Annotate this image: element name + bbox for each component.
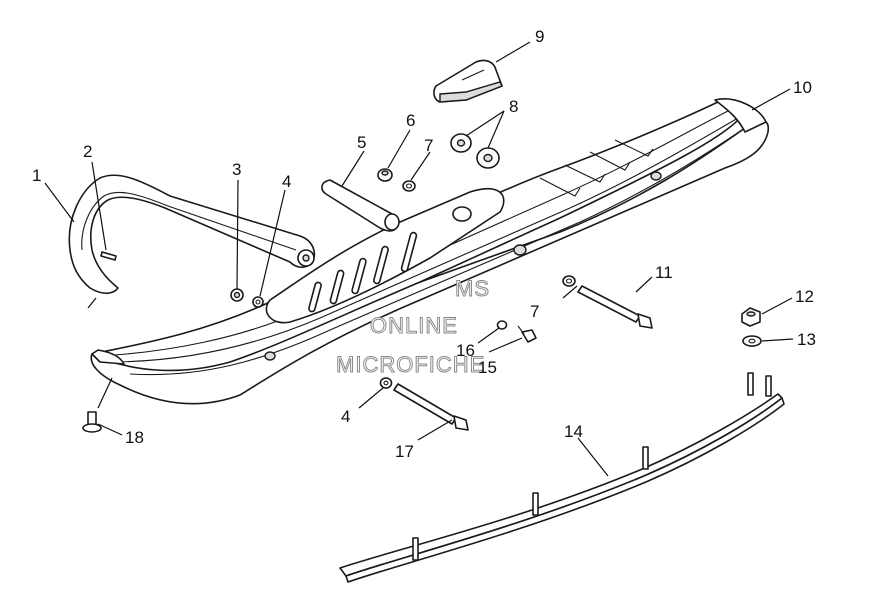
watermark-line-2: ONLINE	[370, 313, 458, 338]
callout-6: 6	[406, 111, 415, 130]
washer-7a	[402, 180, 416, 192]
callout-2: 2	[83, 142, 92, 161]
wear-bar-14	[339, 372, 785, 583]
callout-16: 16	[456, 341, 475, 360]
callout-7b: 7	[530, 302, 539, 321]
callout-17: 17	[395, 442, 414, 461]
wear-pad-9	[433, 59, 503, 103]
ski-body	[90, 98, 770, 405]
washer-13	[742, 335, 762, 347]
washer-4a	[252, 296, 264, 308]
callout-9: 9	[535, 27, 544, 46]
bolt-15	[517, 325, 537, 343]
watermark: MS ONLINE MICROFICHE	[336, 276, 490, 378]
nut-12	[741, 307, 761, 327]
callout-13: 13	[797, 330, 816, 349]
spine-slots	[308, 231, 418, 313]
watermark-line-3: MICROFICHE	[336, 352, 485, 377]
callout-18: 18	[125, 428, 144, 447]
leader-lines	[44, 41, 794, 477]
callout-4a: 4	[282, 172, 291, 191]
bolt-11	[577, 285, 653, 329]
callout-5: 5	[357, 133, 366, 152]
watermark-line-1: MS	[455, 276, 490, 301]
washer-4b	[379, 377, 393, 389]
bolt-17	[393, 383, 469, 431]
spacer-tube-5	[321, 179, 400, 232]
callout-labels: 1 2 3 4 4 5 6 7 7 8 9 10 11 12 13 14 15 …	[32, 27, 816, 461]
handle-loop	[68, 174, 316, 295]
callout-3: 3	[232, 160, 241, 179]
rivet-18	[82, 411, 102, 433]
washer-16	[496, 320, 508, 330]
ski-ribs	[539, 139, 654, 197]
lock-nut-6	[377, 168, 393, 182]
callout-7a: 7	[424, 136, 433, 155]
callout-15: 15	[478, 358, 497, 377]
callout-10: 10	[793, 78, 812, 97]
callout-8: 8	[509, 97, 518, 116]
callout-1: 1	[32, 166, 41, 185]
hex-nut-3	[230, 288, 244, 302]
roll-pin	[100, 251, 117, 261]
washer-7b	[562, 275, 576, 287]
callout-14: 14	[564, 422, 583, 441]
callout-11: 11	[655, 263, 673, 282]
callout-12: 12	[795, 287, 814, 306]
callout-4b: 4	[341, 407, 350, 426]
